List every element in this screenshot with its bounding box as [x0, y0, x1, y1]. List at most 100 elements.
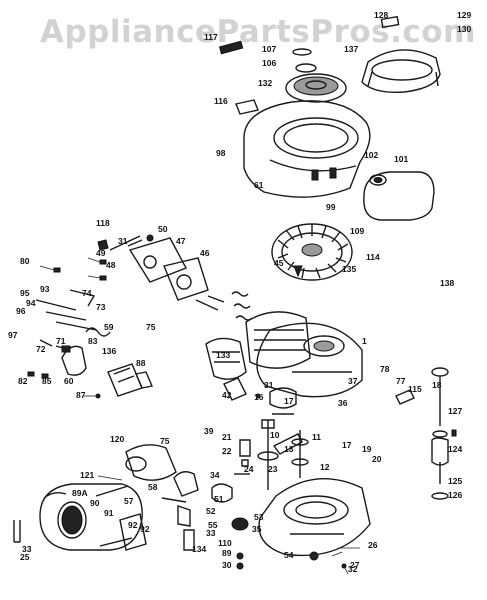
part-callout: 95 [20, 288, 30, 298]
part-callout: 132 [258, 78, 272, 88]
flywheel-135 [271, 223, 353, 281]
part-callout: 110 [218, 538, 232, 548]
part-callout: 16 [254, 392, 264, 402]
part-callout: 129 [457, 10, 471, 20]
part-callout: 138 [440, 278, 454, 288]
bolts-27-28-30 [331, 547, 360, 575]
mount-bracket-54 [183, 529, 195, 551]
part-callout: 10 [270, 430, 280, 440]
part-callout: 82 [18, 376, 28, 386]
part-callout: 34 [210, 470, 220, 480]
governor-rod-31 [195, 295, 225, 311]
part-callout: 48 [106, 260, 116, 270]
washers-32-38 [236, 552, 244, 570]
rewind-starter-132 [285, 73, 347, 103]
part-callout: 89 [222, 548, 232, 558]
linkage-118-50 [97, 234, 154, 251]
part-callout: 118 [96, 218, 110, 228]
part-callout: 92 [140, 524, 150, 534]
part-callout: 137 [344, 44, 358, 54]
part-callout: 31 [118, 236, 128, 246]
part-callout: 87 [76, 390, 86, 400]
part-callout: 117 [204, 32, 218, 42]
part-callout: 74 [82, 288, 92, 298]
spring-59 [85, 327, 111, 337]
part-callout: 55 [208, 520, 218, 530]
muffler-101 [363, 171, 435, 221]
part-callout: 51 [214, 494, 224, 504]
ignition-coil-133 [205, 337, 247, 380]
engine-block-1 [256, 322, 363, 398]
part-callout: 17 [284, 396, 294, 406]
bracket-60 [61, 345, 87, 376]
part-callout: 22 [222, 446, 232, 456]
bracket-134 [13, 520, 21, 543]
part-callout: 30 [222, 560, 232, 570]
shroud-16 [223, 377, 247, 401]
watermark-text: AppliancePartsPros.com [40, 14, 476, 50]
part-callout: 102 [364, 150, 378, 160]
part-callout: 54 [284, 550, 294, 560]
fuel-pump-136 [107, 363, 143, 397]
blower-housing-98 [243, 100, 371, 198]
part-callout: 20 [372, 454, 382, 464]
oil-fill-cap-127 [432, 430, 448, 438]
part-callout: 33 [22, 544, 32, 554]
part-callout: 37 [348, 376, 358, 386]
part-callout: 99 [326, 202, 336, 212]
part-callout: 94 [26, 298, 36, 308]
piston-assembly [255, 387, 297, 415]
part-callout: 13 [284, 444, 294, 454]
part-callout: 75 [146, 322, 156, 332]
part-callout: 31 [264, 380, 274, 390]
part-callout: 88 [136, 358, 146, 368]
part-callout: 23 [268, 464, 278, 474]
part-callout: 58 [148, 482, 158, 492]
part-callout: 106 [262, 58, 276, 68]
part-callout: 135 [342, 264, 356, 274]
part-callout: 91 [104, 508, 114, 518]
part-callout: 24 [244, 464, 254, 474]
oil-drain-plug-26 [309, 551, 319, 561]
part-callout: 89A [72, 488, 88, 498]
part-callout: 45 [274, 258, 284, 268]
part-callout: 124 [448, 444, 462, 454]
part-callout: 114 [366, 252, 380, 262]
part-callout: 125 [448, 476, 462, 486]
part-callout: 27 [350, 560, 360, 570]
part-callout: 73 [96, 302, 106, 312]
part-callout: 107 [262, 44, 276, 54]
part-callout: 38 [0, 0, 10, 2]
part-callout: 17 [342, 440, 352, 450]
part-callout: 21 [222, 432, 232, 442]
part-callout: 1 [362, 336, 367, 346]
part-callout: 96 [16, 306, 26, 316]
tappet-21-22-23 [234, 439, 251, 475]
part-callout: 42 [222, 390, 232, 400]
part-callout: 80 [20, 256, 30, 266]
part-callout: 92 [128, 520, 138, 530]
part-callout: 97 [8, 330, 18, 340]
part-callout: 93 [40, 284, 50, 294]
part-callout: 126 [448, 490, 462, 500]
part-callout: 18 [432, 380, 442, 390]
muffler-deflector-89A [43, 491, 67, 499]
part-callout: 49 [96, 248, 106, 258]
part-callout: 133 [216, 350, 230, 360]
screws-left [39, 257, 107, 281]
part-callout: 60 [64, 376, 74, 386]
part-callout: 77 [396, 376, 406, 386]
part-callout: 98 [216, 148, 226, 158]
part-callout: 116 [214, 96, 228, 106]
part-callout: 53 [254, 512, 264, 522]
part-callout: 57 [124, 496, 134, 506]
part-callout: 136 [102, 346, 116, 356]
part-callout: 134 [192, 544, 206, 554]
part-callout: 61 [254, 180, 264, 190]
part-callout: 127 [448, 406, 462, 416]
camshaft-11 [291, 430, 309, 478]
part-callout: 50 [158, 224, 168, 234]
gasket-88 [135, 371, 153, 389]
carburetor-body-46 [163, 257, 209, 301]
